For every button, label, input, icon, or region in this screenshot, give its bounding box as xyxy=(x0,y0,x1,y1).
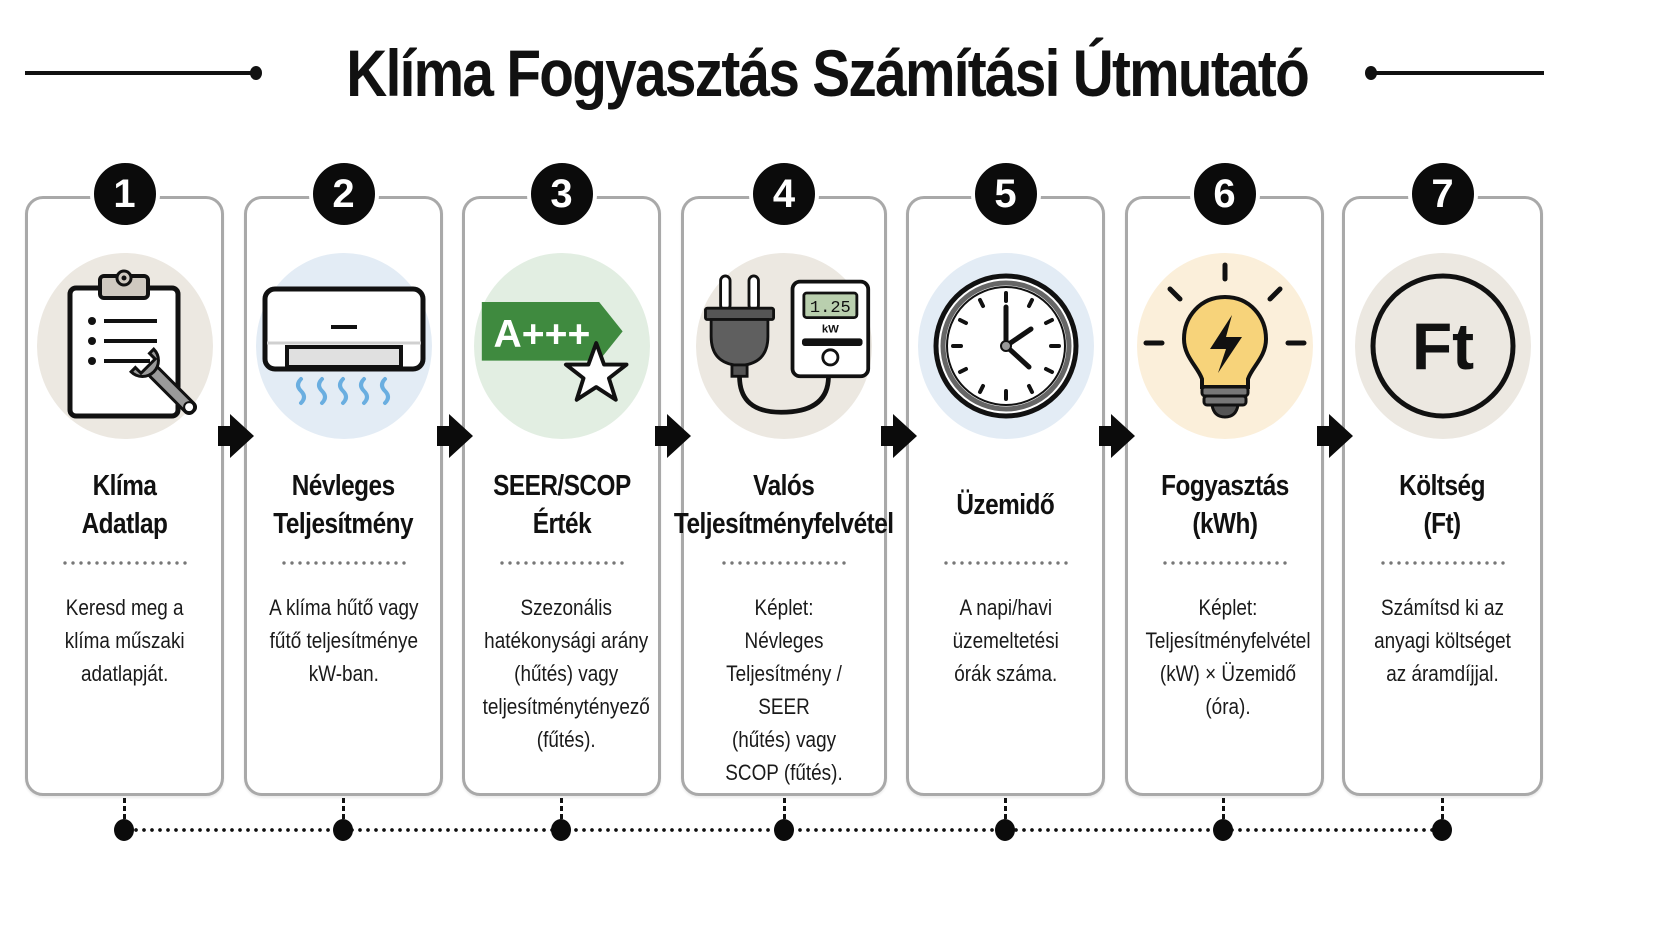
timeline-node xyxy=(1432,819,1452,841)
step-number-badge: 4 xyxy=(749,159,819,229)
step-title: Üzemidő xyxy=(956,489,1055,521)
flow-arrow-right-icon xyxy=(437,414,473,458)
timeline-connector xyxy=(123,798,126,824)
step-card-1: 1 Klíma Adatlap Keresd meg a klíma műsza… xyxy=(25,159,224,796)
timeline-node xyxy=(114,819,134,841)
step-card-7: 7 Ft Költség (Ft) Számítsd ki az anyagi … xyxy=(1342,159,1543,796)
svg-text:1.25: 1.25 xyxy=(810,299,851,318)
flow-arrow-right-icon xyxy=(1099,414,1135,458)
step-number-badge: 2 xyxy=(308,159,379,229)
step-number-badge: 7 xyxy=(1407,159,1478,229)
step-card-3: 3 A+++ SEER/SCOP Érték Szezonális hatéko… xyxy=(462,159,661,796)
icon-background-circle xyxy=(1136,253,1313,439)
title-decor-line-right xyxy=(1372,71,1544,75)
timeline-node xyxy=(551,819,571,841)
plug-power-meter-icon: 1.25 kW xyxy=(704,274,871,415)
icon-background-circle xyxy=(255,253,432,439)
step-title: SEER/SCOP Érték xyxy=(492,470,631,540)
icon-background-circle xyxy=(917,253,1094,439)
timeline-connector xyxy=(342,798,345,824)
bottom-timeline xyxy=(0,796,1672,856)
step-description: A klíma hűtő vagy fűtő teljesítménye kW-… xyxy=(268,595,419,686)
timeline-connector xyxy=(1004,798,1007,824)
energy-label-star-icon: A+++ xyxy=(481,302,628,402)
timeline-connector xyxy=(1441,798,1444,824)
step-title: Fogyasztás (kWh) xyxy=(1160,470,1289,540)
timeline-node xyxy=(333,819,353,841)
timeline-node xyxy=(1213,819,1233,841)
flow-arrow-right-icon xyxy=(655,414,691,458)
timeline-connector xyxy=(783,798,786,824)
step-description: Képlet: Teljesítményfelvétel (kW) × Üzem… xyxy=(1145,595,1311,719)
timeline-node xyxy=(774,819,794,841)
svg-text:A+++: A+++ xyxy=(493,313,590,356)
icon-background-circle: 1.25 kW xyxy=(696,253,872,439)
lightbulb-bolt-icon xyxy=(1143,262,1306,419)
timeline-node xyxy=(995,819,1015,841)
dotted-separator xyxy=(1160,561,1289,565)
step-number-badge: 3 xyxy=(526,159,597,229)
title-decor-dot-left xyxy=(250,66,262,80)
svg-text:Ft: Ft xyxy=(1411,309,1473,383)
air-conditioner-icon xyxy=(262,286,425,405)
step-title: Valós Teljesítményfelvétel xyxy=(674,470,894,540)
step-card-5: 5 Üzemidő A napi/havi üzemeltetési órák … xyxy=(906,159,1105,796)
step-title: Névleges Teljesítmény xyxy=(273,470,414,540)
clipboard-wrench-icon xyxy=(67,269,197,419)
flow-arrow-right-icon xyxy=(218,414,254,458)
step-number-badge: 5 xyxy=(970,159,1041,229)
svg-text:kW: kW xyxy=(822,324,839,336)
step-number-badge: 6 xyxy=(1189,159,1260,229)
step-description: Szezonális hatékonysági arány (hűtés) va… xyxy=(482,595,650,752)
dotted-separator xyxy=(279,561,408,565)
dotted-separator xyxy=(1378,561,1507,565)
step-number-badge: 1 xyxy=(89,159,160,229)
dotted-separator xyxy=(720,561,848,565)
page-title: Klíma Fogyasztás Számítási Útmutató xyxy=(346,36,1309,110)
step-description: A napi/havi üzemeltetési órák száma. xyxy=(952,595,1059,686)
title-decor-line-left xyxy=(25,71,255,75)
title-decor-dot-right xyxy=(1365,66,1377,80)
timeline-connector xyxy=(1222,798,1225,824)
dotted-separator xyxy=(941,561,1070,565)
step-title: Költség (Ft) xyxy=(1399,470,1486,540)
timeline-connector xyxy=(560,798,563,824)
dotted-separator xyxy=(60,561,189,565)
step-card-2: 2 Névleges Teljesítmény A klíma hűtő vag… xyxy=(244,159,443,796)
icon-background-circle xyxy=(36,253,213,439)
flow-arrow-right-icon xyxy=(1317,414,1353,458)
title-row: Klíma Fogyasztás Számítási Útmutató xyxy=(0,30,1672,116)
icon-background-circle: Ft xyxy=(1354,253,1531,439)
step-description: Képlet: Névleges Teljesítmény / SEER (hű… xyxy=(725,595,843,785)
clock-icon xyxy=(933,273,1078,419)
flow-arrow-right-icon xyxy=(881,414,917,458)
step-card-6: 6 Fogyasztás (kWh) Képlet: Teljesítményf… xyxy=(1125,159,1324,796)
step-description: Számítsd ki az anyagi költséget az áramd… xyxy=(1374,595,1511,686)
step-description: Keresd meg a klíma műszaki adatlapját. xyxy=(64,595,185,686)
step-title: Klíma Adatlap xyxy=(81,470,168,540)
forint-coin-icon: Ft xyxy=(1370,273,1515,419)
dotted-separator xyxy=(497,561,626,565)
step-card-4: 4 1.25 kW Valós Teljesítményfelvétel Kép… xyxy=(674,159,894,796)
icon-background-circle: A+++ xyxy=(473,253,650,439)
